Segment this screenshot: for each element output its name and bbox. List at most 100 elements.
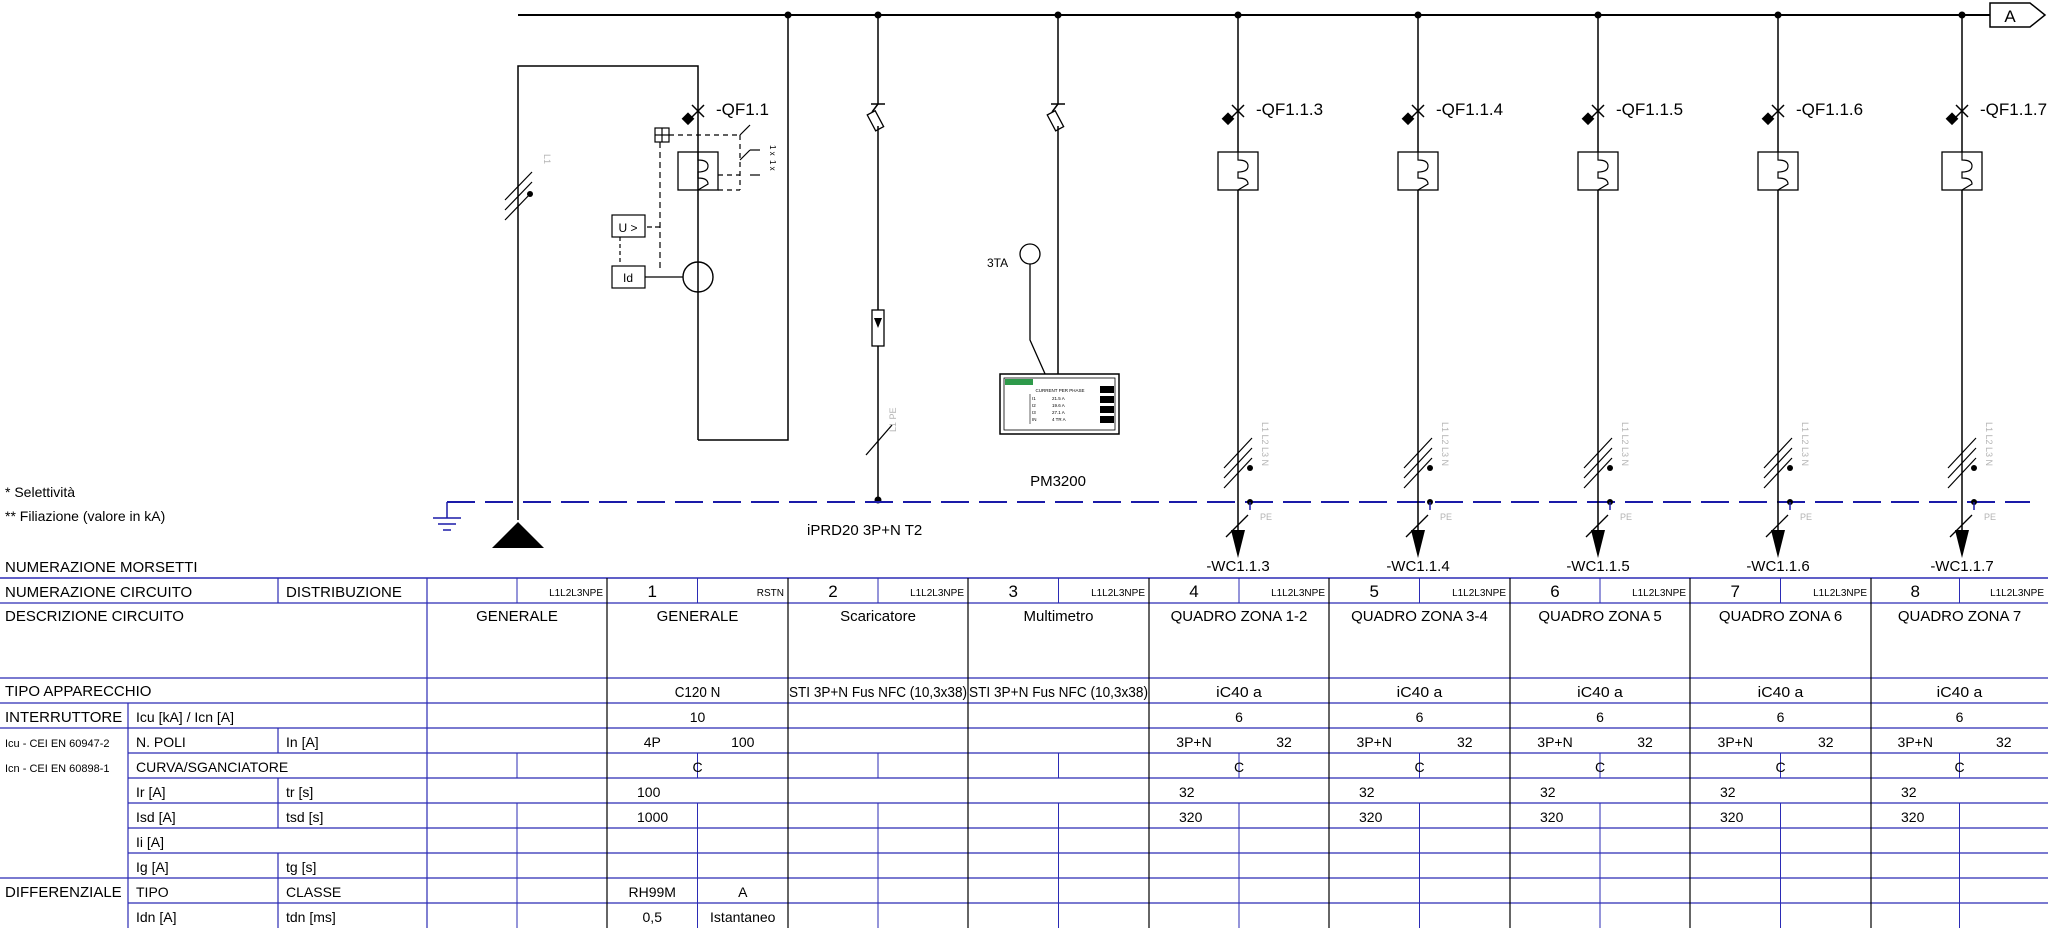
cell-ir: 32 xyxy=(1179,784,1195,800)
circuit-table-grid xyxy=(0,577,2048,928)
cell-circuit-number: 3 xyxy=(1009,582,1018,601)
cell-device-type: iC40 a xyxy=(1577,684,1623,701)
label-tipo-apparecchio: TIPO APPARECCHIO xyxy=(5,683,151,700)
cell-rated-current: 32 xyxy=(1818,734,1834,750)
thermal-magnetic-icon xyxy=(1597,152,1609,191)
pe-mark: PE xyxy=(1800,512,1812,522)
feeder-breaker-label: -QF1.1.4 xyxy=(1436,100,1503,119)
off-page-reference[interactable]: A xyxy=(1989,2,2047,28)
phase-slash xyxy=(1223,437,1253,469)
cable-slash xyxy=(1765,514,1789,538)
feeder-cable-label: -WC1.1.3 xyxy=(1206,558,1269,575)
pe-mark: PE xyxy=(1620,512,1632,522)
supply-source-icon xyxy=(492,522,544,548)
surge-protector-feeder[interactable]: L1 PE iPRD20 3P+N T2 xyxy=(807,15,922,539)
feeder-breaker-label: -QF1.1.3 xyxy=(1256,100,1323,119)
cell-poles: 4P xyxy=(644,734,661,750)
feeder-7[interactable]: -QF1.1.6L1 L2 L3 NPE-WC1.1.6 xyxy=(1746,15,1863,575)
feeder-6[interactable]: -QF1.1.5L1 L2 L3 NPE-WC1.1.5 xyxy=(1566,15,1683,575)
cable-slash xyxy=(1949,514,1973,538)
feeder-4[interactable]: -QF1.1.3L1 L2 L3 NPE-WC1.1.3 xyxy=(1206,15,1323,575)
breaker-operator-icon xyxy=(1581,112,1595,126)
phase-slash xyxy=(1763,437,1793,469)
cell-description: QUADRO ZONA 3-4 xyxy=(1351,608,1488,625)
svg-text:4 TR A: 4 TR A xyxy=(1052,417,1066,422)
cell-poles: 3P+N xyxy=(1357,734,1392,750)
undervoltage-relay-icon xyxy=(611,214,646,238)
neutral-dot xyxy=(1607,465,1613,471)
svg-text:L1 PE: L1 PE xyxy=(888,407,898,432)
cell-circuit-number: 7 xyxy=(1731,582,1740,601)
main-incomer: L1 -QF1.1 1 x 1 x xyxy=(492,15,789,548)
breaker-cross-icon xyxy=(1591,104,1605,118)
phase-slash xyxy=(1763,447,1793,479)
cell-description: QUADRO ZONA 1-2 xyxy=(1171,608,1308,625)
cell-distribution: L1L2L3NPE xyxy=(1091,588,1145,599)
phase-slash xyxy=(1583,457,1613,489)
cell-distribution: L1L2L3NPE xyxy=(1271,588,1325,599)
label-n-poli: N. POLI xyxy=(136,734,186,750)
svg-text:1 x: 1 x xyxy=(768,160,777,171)
breaker-cross-icon xyxy=(1411,104,1425,118)
label-tsd: tsd [s] xyxy=(286,809,323,825)
cell-circuit-number: 5 xyxy=(1370,582,1379,601)
cell-icu: 6 xyxy=(1596,709,1604,725)
outgoing-arrow-icon xyxy=(1411,530,1425,558)
cell-tdn: Istantaneo xyxy=(710,909,776,925)
label-distribuzione: DISTRIBUZIONE xyxy=(286,584,402,601)
cell-description: Scaricatore xyxy=(840,608,916,625)
fuse-icon xyxy=(866,109,885,132)
cell-circuit-number: 1 xyxy=(648,582,657,601)
pe-mark: PE xyxy=(1440,512,1452,522)
phase-slash xyxy=(1583,447,1613,479)
phase-marks: L1 L2 L3 N xyxy=(1260,422,1270,466)
breaker-operator-icon xyxy=(1761,112,1775,126)
label-idn: Idn [A] xyxy=(136,909,176,925)
cell-poles: 3P+N xyxy=(1898,734,1933,750)
circuit-table-row-labels: NUMERAZIONE MORSETTI NUMERAZIONE CIRCUIT… xyxy=(5,559,402,925)
cell-isd: 320 xyxy=(1359,809,1383,825)
feeder-cable-label: -WC1.1.7 xyxy=(1930,558,1993,575)
phase-marks: L1 L2 L3 N xyxy=(1620,422,1630,466)
breaker-operator-icon xyxy=(1401,112,1415,126)
cell-ir: 32 xyxy=(1901,784,1917,800)
pe-conductor xyxy=(433,501,2030,531)
cell-isd: 320 xyxy=(1720,809,1744,825)
feeder-5[interactable]: -QF1.1.4L1 L2 L3 NPE-WC1.1.4 xyxy=(1386,15,1503,575)
cell-device-type: C120 N xyxy=(675,684,721,701)
cell-distribution: RSTN xyxy=(757,588,784,599)
cell-description: GENERALE xyxy=(476,608,558,625)
cell-circuit-number: 8 xyxy=(1911,582,1920,601)
breaker-cross-icon xyxy=(1955,104,1969,118)
cable-slash xyxy=(1225,514,1249,538)
cell-poles: 3P+N xyxy=(1176,734,1211,750)
cell-distribution: L1L2L3NPE xyxy=(910,588,964,599)
cell-circuit-number: 2 xyxy=(828,582,837,601)
cell-description: QUADRO ZONA 6 xyxy=(1719,608,1842,625)
outgoing-arrow-icon xyxy=(1231,530,1245,558)
phase-marks-main: L1 xyxy=(504,154,552,221)
power-meter-feeder[interactable]: 3TA CURRENT PER PHASE I1 I2 I3 IN 21.5 A… xyxy=(987,15,1120,490)
cell-icu: 10 xyxy=(690,709,706,725)
power-meter-icon[interactable]: CURRENT PER PHASE I1 I2 I3 IN 21.5 A 19.… xyxy=(999,373,1120,435)
cell-curve: C xyxy=(1775,759,1785,775)
feeder-8[interactable]: -QF1.1.7L1 L2 L3 NPE-WC1.1.7 xyxy=(1930,15,2047,575)
feeder-cable-label: -WC1.1.4 xyxy=(1386,558,1449,575)
phase-slash xyxy=(1223,447,1253,479)
cell-rated-current: 32 xyxy=(1637,734,1653,750)
cell-curve: C xyxy=(692,759,702,775)
breaker-cross-icon xyxy=(1231,104,1245,118)
phase-slash xyxy=(1947,437,1977,469)
cell-diff-type: RH99M xyxy=(629,884,676,900)
cable-slash xyxy=(1585,514,1609,538)
phase-slash xyxy=(1583,437,1613,469)
thermal-magnetic-icon xyxy=(1777,152,1789,191)
fuse-icon xyxy=(1046,109,1065,132)
neutral-dot xyxy=(1247,465,1253,471)
label-isd: Isd [A] xyxy=(136,809,176,825)
cell-poles: 3P+N xyxy=(1537,734,1572,750)
cell-isd: 1000 xyxy=(637,809,668,825)
label-circuito: NUMERAZIONE CIRCUITO xyxy=(5,584,192,601)
